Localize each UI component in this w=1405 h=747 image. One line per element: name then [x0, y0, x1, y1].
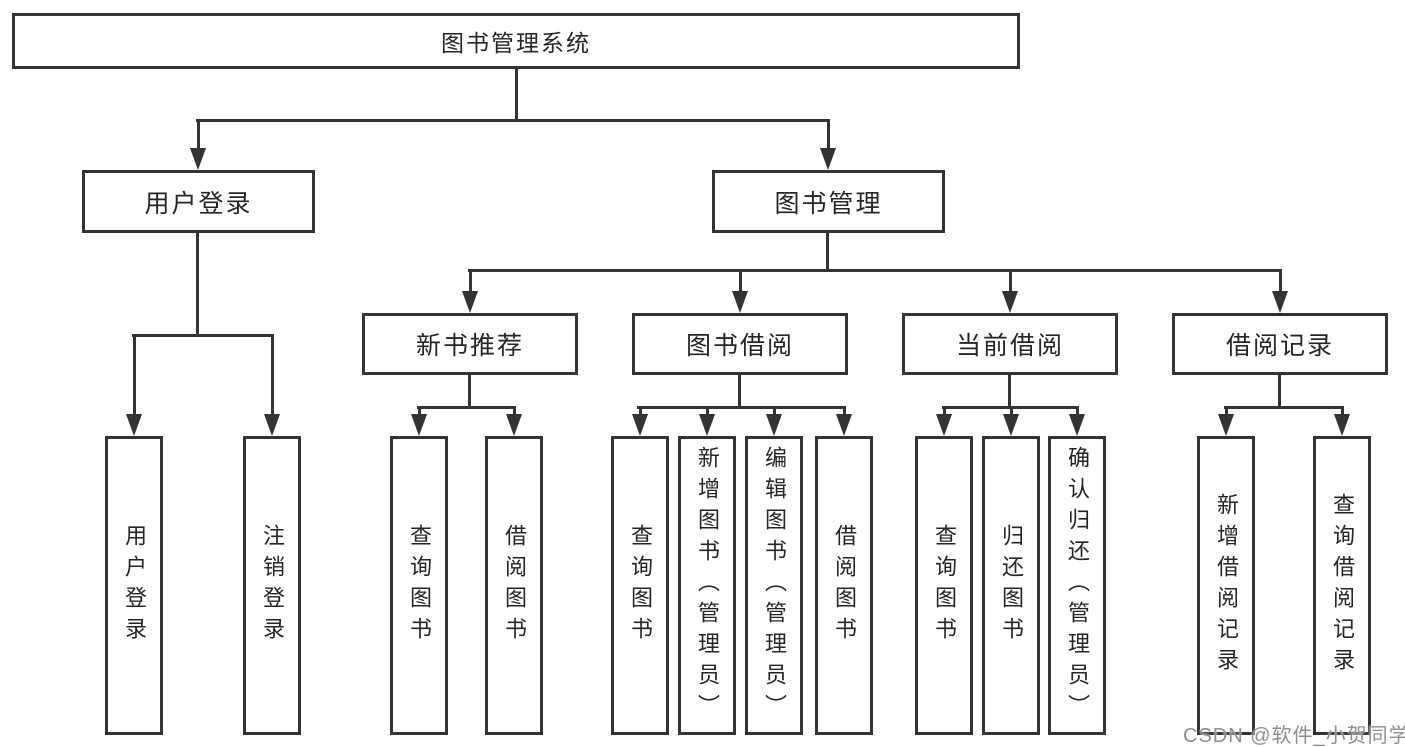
leaf-query-books-current: 查询图书 — [915, 436, 973, 735]
leaf-label: 借阅图书 — [832, 523, 857, 648]
node-user-login: 用户登录 — [82, 170, 315, 233]
arrow-down-icon — [1334, 414, 1350, 436]
leaf-label: 查询图书 — [407, 523, 432, 648]
node-label: 图书管理 — [774, 189, 883, 218]
connector-hline — [637, 406, 846, 409]
node-label: 新书推荐 — [415, 332, 524, 360]
connector-arrow-shaft — [638, 406, 642, 415]
connector-vline — [468, 375, 471, 408]
connector-arrow-shaft — [512, 406, 516, 415]
leaf-label: 查询图书 — [628, 523, 653, 648]
arrow-down-icon — [936, 414, 952, 436]
leaf-query-books-recommend: 查询图书 — [390, 436, 448, 735]
node-label: 用户登录 — [144, 189, 253, 218]
leaf-edit-book-admin: 编辑图书（管理员） — [745, 436, 803, 735]
leaf-return-books: 归还图书 — [982, 436, 1040, 735]
connector-arrow-shaft — [826, 119, 830, 149]
arrow-down-icon — [1218, 414, 1234, 436]
connector-arrow-shaft — [1278, 269, 1282, 292]
connector-arrow-shaft — [1340, 406, 1344, 415]
connector-arrow-shaft — [1009, 406, 1013, 415]
arrow-down-icon — [632, 414, 648, 436]
arrow-down-icon — [462, 291, 478, 313]
arrow-down-icon — [766, 414, 782, 436]
node-label: 图书管理系统 — [441, 30, 591, 56]
arrow-down-icon — [1272, 291, 1288, 313]
arrow-down-icon — [264, 414, 280, 436]
arrow-down-icon — [411, 414, 427, 436]
leaf-borrow-books-recommend: 借阅图书 — [485, 436, 543, 735]
node-book-management: 图书管理 — [712, 170, 945, 233]
arrow-down-icon — [836, 414, 852, 436]
connector-arrow-shaft — [196, 119, 200, 149]
connector-arrow-shaft — [1224, 406, 1228, 415]
csdn-watermark: CSDN @软件_小贺同学 — [1183, 725, 1405, 747]
leaf-label: 用户登录 — [122, 523, 147, 648]
node-current-borrowing: 当前借阅 — [902, 313, 1118, 375]
leaf-logout: 注销登录 — [243, 436, 301, 735]
connector-hline — [417, 406, 516, 409]
connector-arrow-shaft — [417, 406, 421, 415]
connector-hline — [132, 334, 274, 337]
leaf-confirm-return-admin: 确认归还（管理员） — [1048, 436, 1106, 735]
connector-hline — [468, 269, 1282, 272]
leaf-label: 新增图书（管理员） — [695, 446, 720, 725]
connector-hline — [196, 119, 829, 122]
connector-vline — [826, 233, 829, 271]
arrow-down-icon — [126, 414, 142, 436]
node-library-system: 图书管理系统 — [12, 13, 1020, 69]
connector-vline — [1278, 375, 1281, 408]
arrow-down-icon — [820, 148, 836, 170]
leaf-label: 借阅图书 — [502, 523, 527, 648]
connector-arrow-shaft — [842, 406, 846, 415]
node-label: 图书借阅 — [685, 332, 794, 360]
arrow-down-icon — [1002, 291, 1018, 313]
leaf-label: 新增借阅记录 — [1214, 492, 1239, 679]
arrow-down-icon — [1003, 414, 1019, 436]
node-borrowing-records: 借阅记录 — [1172, 313, 1388, 375]
leaf-add-book-admin: 新增图书（管理员） — [678, 436, 736, 735]
connector-arrow-shaft — [772, 406, 776, 415]
leaf-query-borrow-record: 查询借阅记录 — [1313, 436, 1371, 735]
arrow-down-icon — [732, 291, 748, 313]
connector-vline — [1008, 375, 1011, 408]
leaf-label: 确认归还（管理员） — [1065, 446, 1090, 725]
leaf-query-books-borrowing: 查询图书 — [611, 436, 669, 735]
leaf-add-borrow-record: 新增借阅记录 — [1197, 436, 1255, 735]
connector-arrow-shaft — [132, 334, 136, 415]
connector-arrow-shaft — [468, 269, 472, 292]
connector-arrow-shaft — [705, 406, 709, 415]
connector-vline — [515, 67, 518, 122]
connector-arrow-shaft — [1008, 269, 1012, 292]
arrow-down-icon — [190, 148, 206, 170]
leaf-label: 查询图书 — [932, 523, 957, 648]
connector-vline — [738, 375, 741, 408]
arrow-down-icon — [506, 414, 522, 436]
leaf-label: 编辑图书（管理员） — [762, 446, 787, 725]
leaf-user-login: 用户登录 — [105, 436, 163, 735]
node-label: 借阅记录 — [1225, 332, 1334, 360]
connector-arrow-shaft — [738, 269, 742, 292]
leaf-label: 归还图书 — [999, 523, 1024, 648]
node-label: 当前借阅 — [955, 332, 1064, 360]
connector-arrow-shaft — [270, 334, 274, 415]
connector-arrow-shaft — [1075, 406, 1079, 415]
connector-vline — [196, 233, 199, 336]
arrow-down-icon — [699, 414, 715, 436]
connector-arrow-shaft — [942, 406, 946, 415]
leaf-borrow-books-borrowing: 借阅图书 — [815, 436, 873, 735]
connector-hline — [1224, 406, 1344, 409]
leaf-label: 注销登录 — [260, 523, 285, 648]
node-book-borrowing: 图书借阅 — [632, 313, 848, 375]
node-new-book-recommend: 新书推荐 — [362, 313, 578, 375]
leaf-label: 查询借阅记录 — [1330, 492, 1355, 679]
arrow-down-icon — [1069, 414, 1085, 436]
